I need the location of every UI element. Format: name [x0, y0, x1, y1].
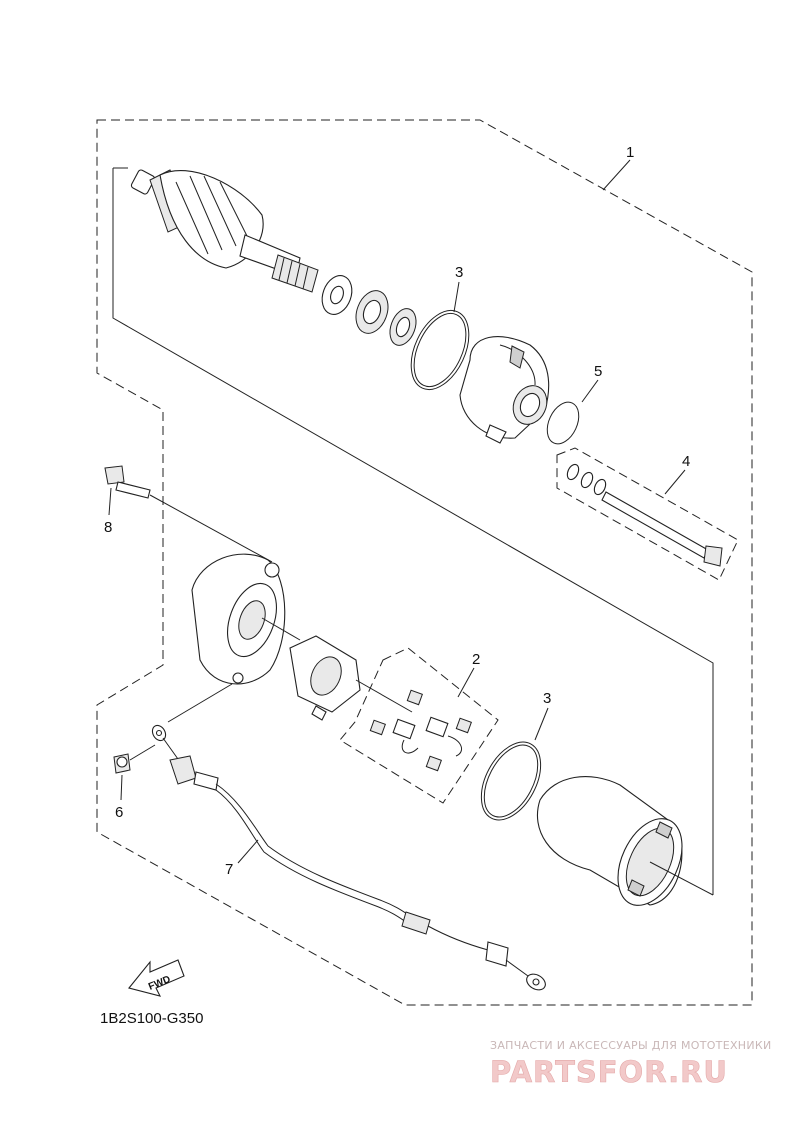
assembly-outline [96, 119, 753, 1006]
lead-wire [151, 724, 546, 991]
yoke [536, 776, 683, 906]
callout-2: 2 [472, 651, 480, 668]
callout-5: 5 [594, 363, 602, 380]
assembly-frame [112, 168, 714, 895]
callout-4: 4 [682, 453, 690, 470]
washer [321, 275, 353, 315]
callout-3-upper: 3 [455, 264, 463, 281]
o-ring-lower [480, 741, 542, 821]
brush-holder [289, 635, 361, 721]
fwd-arrow: FWD [128, 959, 185, 997]
bolt-8 [104, 465, 151, 499]
callout-8: 8 [104, 519, 112, 536]
watermark-brand: PARTSFOR.RU [490, 1055, 728, 1089]
diagram-code: 1B2S100-G350 [100, 1010, 203, 1027]
bolt-6 [113, 753, 131, 774]
callout-leaders [108, 159, 686, 864]
front-cover [459, 336, 550, 444]
group-box-2 [339, 647, 499, 804]
armature [130, 169, 319, 293]
through-bolt-set [566, 463, 723, 567]
callout-7: 7 [225, 861, 233, 878]
callout-1: 1 [626, 144, 634, 161]
needle-bearing [389, 308, 417, 346]
watermark-tagline: ЗАПЧАСТИ И АКСЕССУАРЫ ДЛЯ МОТОТЕХНИКИ [490, 1039, 772, 1052]
group-box-4 [556, 447, 739, 581]
callout-3-lower: 3 [543, 690, 551, 707]
o-ring-upper [410, 309, 470, 391]
brush-set [369, 689, 472, 772]
bearing [355, 290, 389, 334]
callout-6: 6 [115, 804, 123, 821]
o-ring-5 [546, 401, 580, 445]
rear-cover [191, 553, 286, 685]
